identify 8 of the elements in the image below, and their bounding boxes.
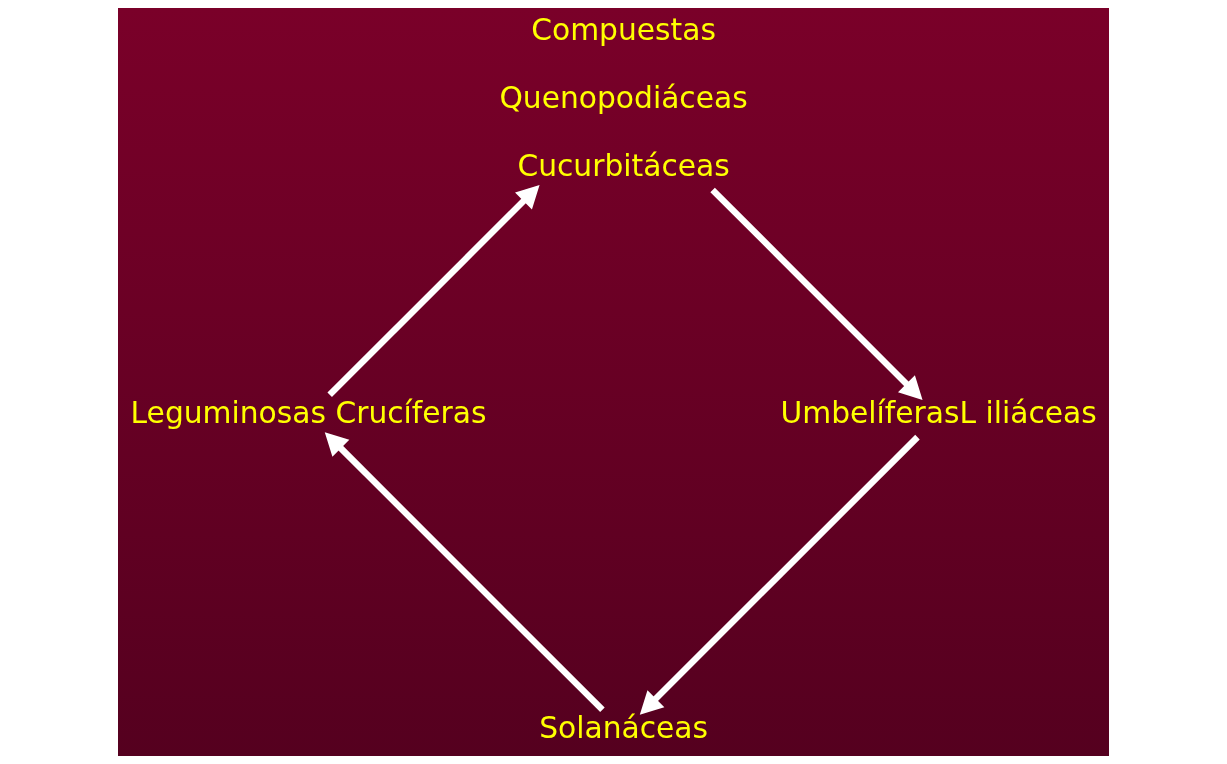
node-text: Leguminosas Crucíferas <box>130 395 487 431</box>
arrow <box>327 184 540 398</box>
node-text: Solanáceas <box>539 710 709 746</box>
arrow <box>639 434 920 715</box>
node-text: UmbelíferasL iliáceas <box>780 395 1097 431</box>
arrow <box>710 187 923 400</box>
node-text: Compuestas Quenopodiáceas Cucurbitáceas <box>499 12 748 184</box>
arrow <box>324 432 605 713</box>
